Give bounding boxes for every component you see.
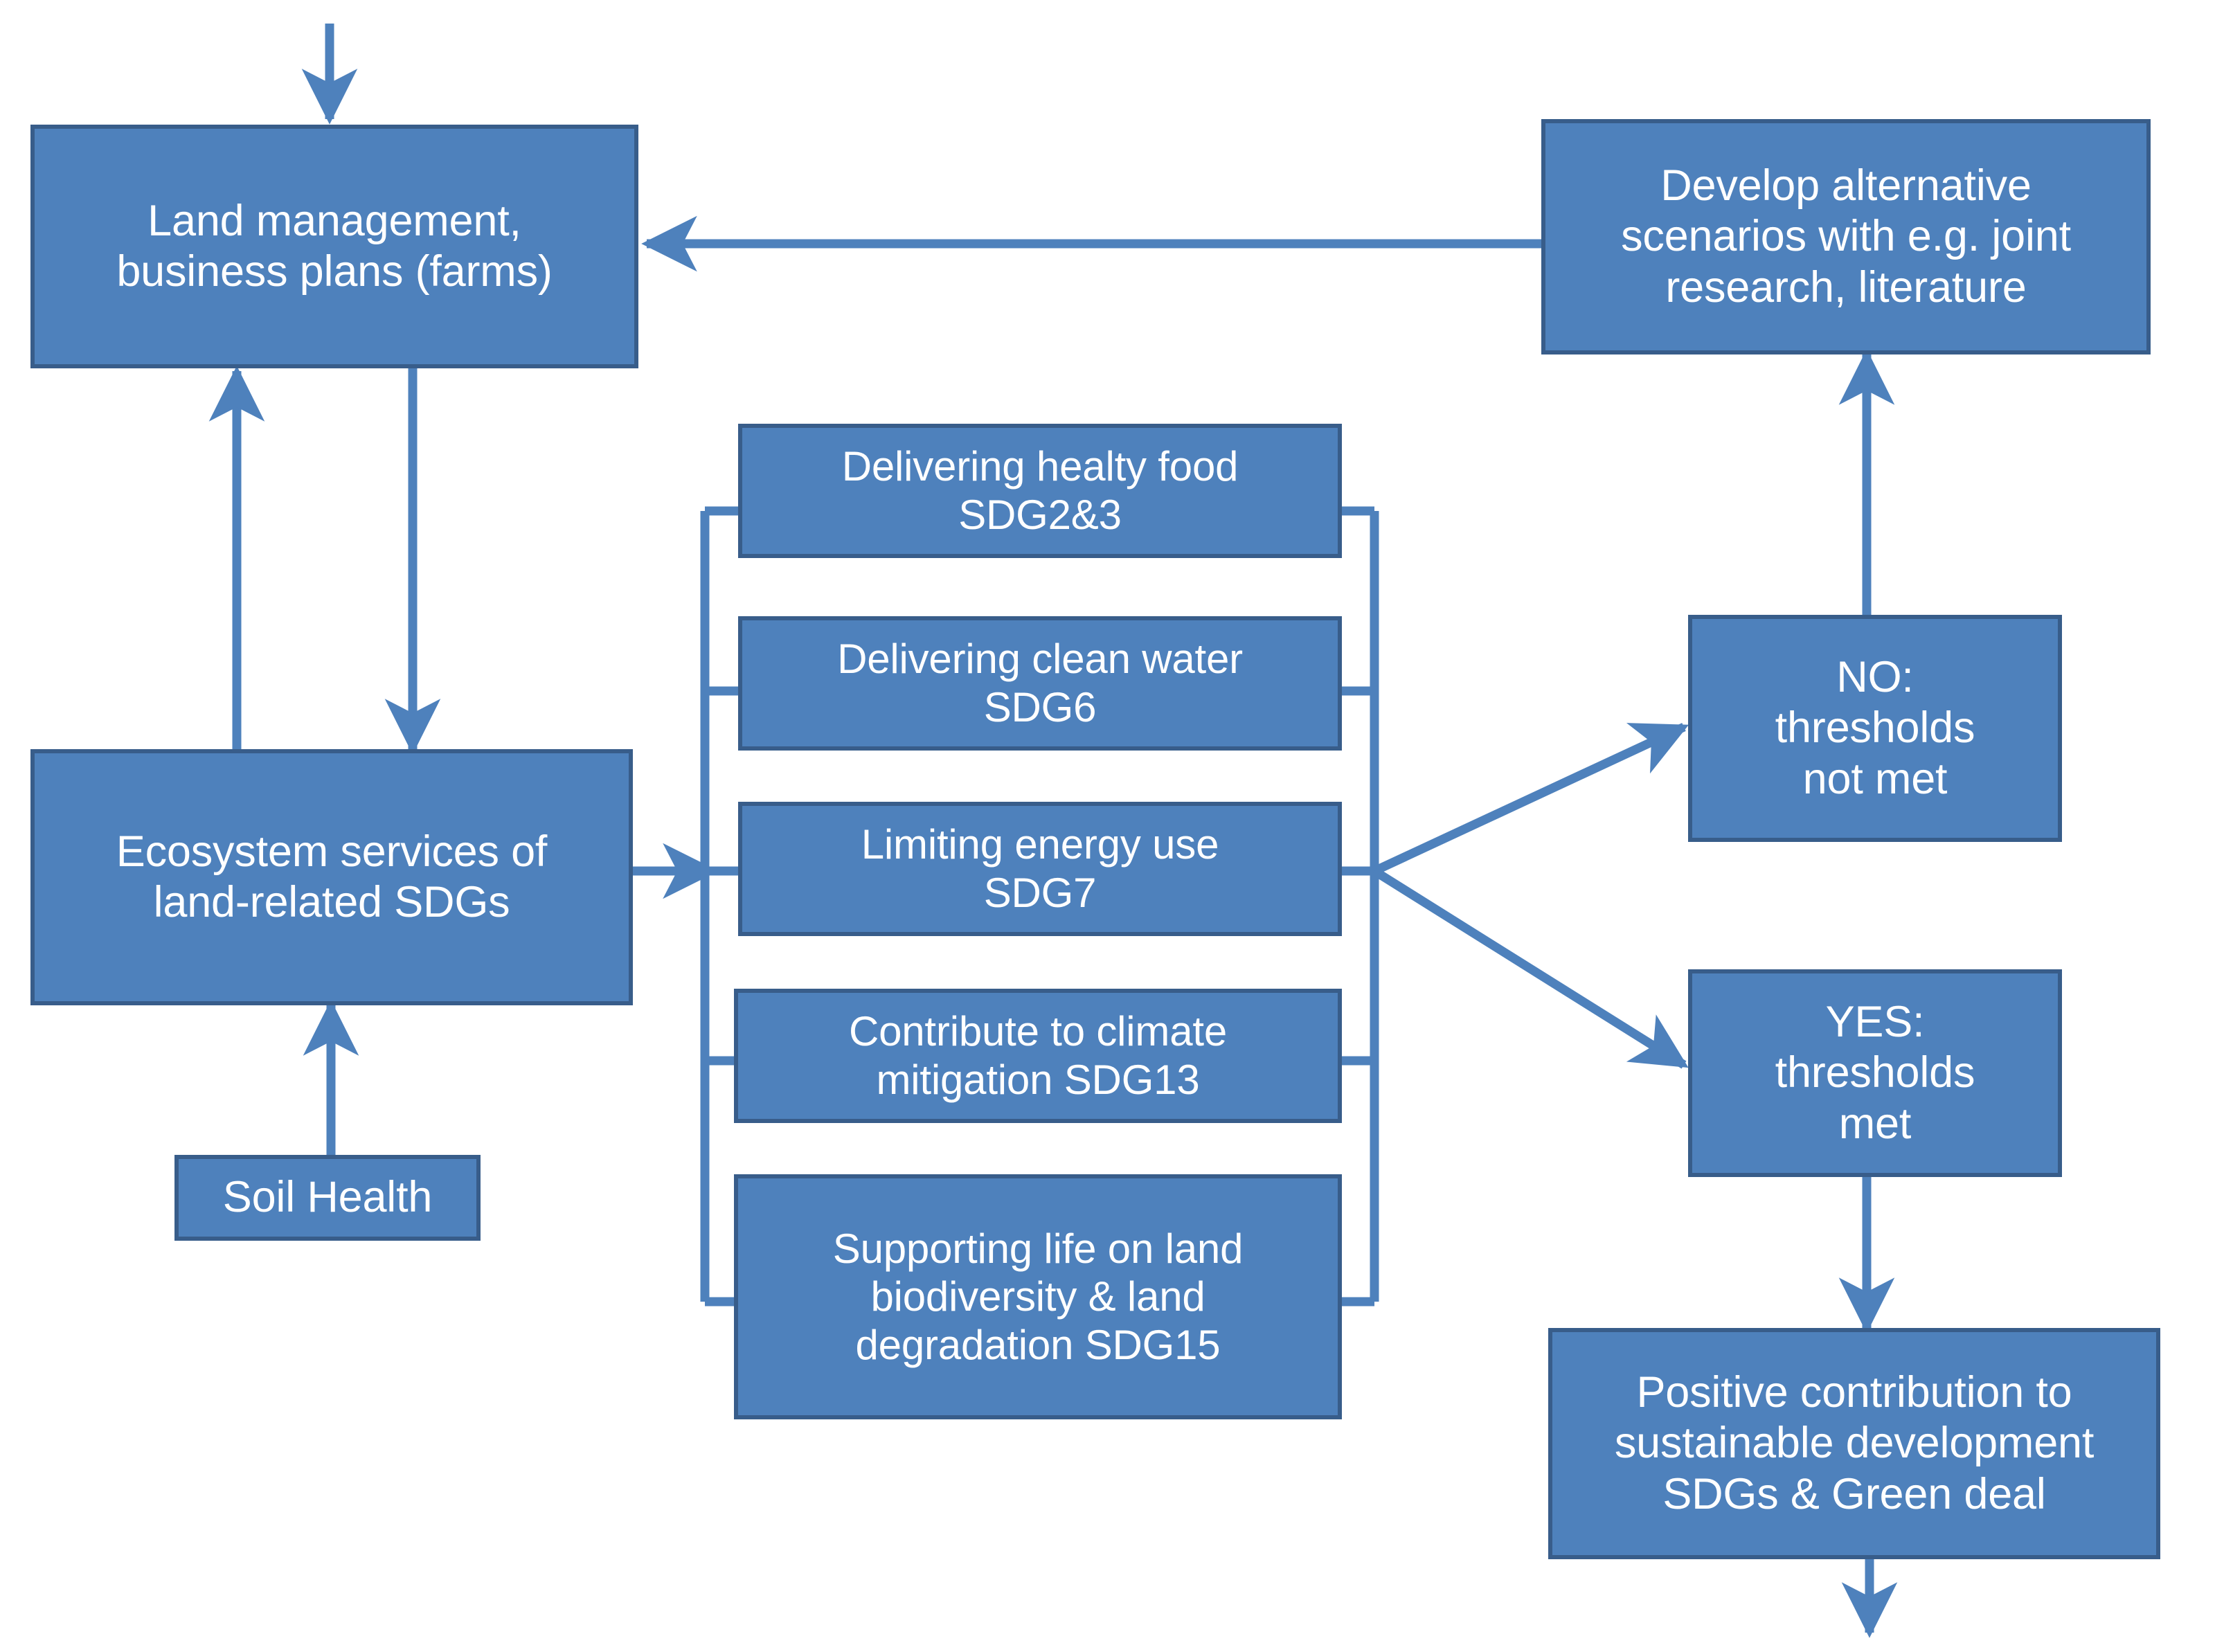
node-sdg-climate[interactable]: Contribute to climate mitigation SDG13	[734, 989, 1342, 1123]
node-sdg-food-line-1: Delivering healty food	[841, 443, 1239, 490]
sdg-group-right-bracket	[1338, 506, 1379, 1307]
node-positive-contribution[interactable]: Positive contribution to sustainable dev…	[1548, 1328, 2160, 1559]
node-sdg-life-on-land[interactable]: Supporting life on land biodiversity & l…	[734, 1174, 1342, 1419]
edge-sdg-group-to-thresholds-met	[1372, 867, 1689, 1069]
node-thresholds-not-met-line-1: NO:	[1836, 653, 1914, 702]
node-sdg-life-on-land-line-3: degradation SDG15	[855, 1321, 1221, 1368]
node-positive-contribution-line-1: Positive contribution to	[1636, 1368, 2072, 1417]
node-sdg-life-on-land-line-2: biodiversity & land	[870, 1273, 1205, 1320]
node-sdg-water-line-2: SDG6	[983, 684, 1097, 730]
edge-sdg-group-to-thresholds-not-met	[1372, 723, 1689, 875]
node-develop-scenarios-line-2: scenarios with e.g. joint	[1621, 212, 2071, 261]
node-thresholds-not-met-line-3: not met	[1802, 754, 1948, 803]
node-sdg-energy-line-2: SDG7	[983, 870, 1097, 916]
node-thresholds-met-line-3: met	[1838, 1099, 1912, 1148]
node-sdg-water-line-1: Delivering clean water	[837, 636, 1243, 683]
node-sdg-food[interactable]: Delivering healty food SDG2&3	[738, 424, 1342, 558]
node-ecosystem-services[interactable]: Ecosystem services of land-related SDGs	[30, 749, 633, 1005]
node-sdg-climate-line-2: mitigation SDG13	[876, 1057, 1200, 1103]
node-sdg-life-on-land-line-1: Supporting life on land	[832, 1225, 1244, 1272]
node-sdg-food-line-2: SDG2&3	[958, 492, 1122, 538]
node-develop-scenarios-line-3: research, literature	[1665, 262, 2027, 312]
node-positive-contribution-line-2: sustainable development	[1614, 1419, 2095, 1468]
node-sdg-energy-line-1: Limiting energy use	[861, 821, 1219, 868]
node-develop-scenarios[interactable]: Develop alternative scenarios with e.g. …	[1541, 119, 2151, 354]
node-thresholds-met[interactable]: YES: thresholds met	[1688, 969, 2062, 1177]
node-thresholds-met-line-1: YES:	[1825, 998, 1925, 1047]
node-land-management[interactable]	[30, 125, 638, 368]
node-thresholds-not-met[interactable]: NO: thresholds not met	[1688, 615, 2062, 842]
node-sdg-water[interactable]: Delivering clean water SDG6	[738, 616, 1342, 751]
node-soil-health-label: Soil Health	[222, 1173, 433, 1222]
node-soil-health[interactable]: Soil Health	[174, 1155, 481, 1241]
node-sdg-energy[interactable]: Limiting energy use SDG7	[738, 802, 1342, 936]
node-ecosystem-services-line-1: Ecosystem services of	[116, 827, 548, 876]
node-ecosystem-services-line-2: land-related SDGs	[153, 878, 510, 926]
node-thresholds-not-met-line-2: thresholds	[1775, 703, 1975, 753]
node-sdg-climate-line-1: Contribute to climate	[848, 1008, 1228, 1055]
node-thresholds-met-line-2: thresholds	[1775, 1048, 1975, 1097]
node-develop-scenarios-line-1: Develop alternative	[1660, 161, 2032, 210]
node-positive-contribution-line-3: SDGs & Green deal	[1662, 1469, 2046, 1518]
